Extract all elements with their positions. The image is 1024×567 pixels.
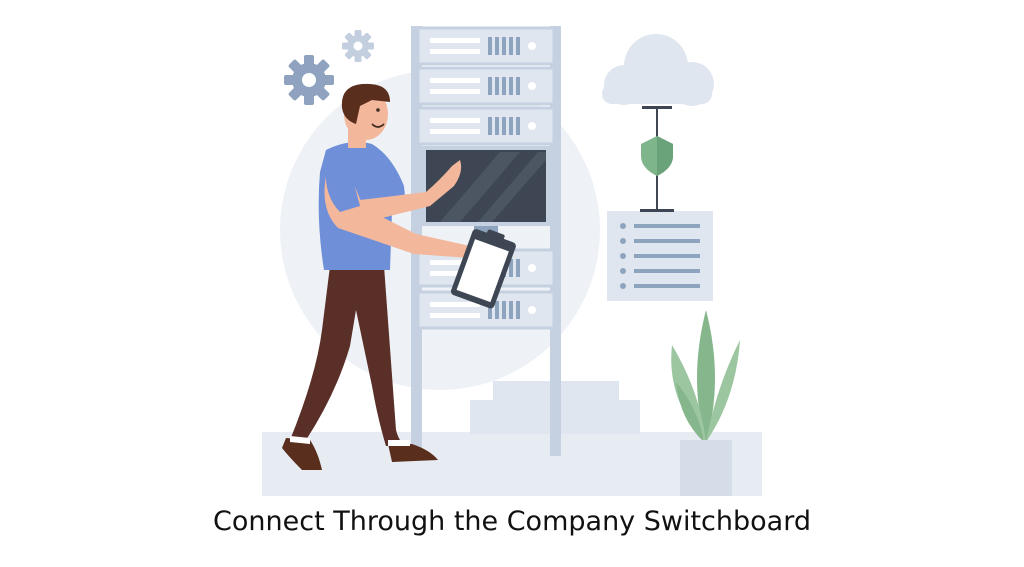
floor xyxy=(262,432,762,496)
gear-icon xyxy=(284,55,334,105)
plant-icon xyxy=(671,310,740,496)
illustration xyxy=(262,26,762,496)
person xyxy=(282,83,516,470)
gear-small-icon xyxy=(342,30,374,62)
cloud-icon xyxy=(602,34,714,109)
shield-icon xyxy=(641,136,673,176)
plant-pot xyxy=(680,440,732,496)
caption-title: Connect Through the Company Switchboard xyxy=(213,506,811,537)
document-panel xyxy=(607,209,713,301)
clipboard-icon xyxy=(450,229,516,309)
